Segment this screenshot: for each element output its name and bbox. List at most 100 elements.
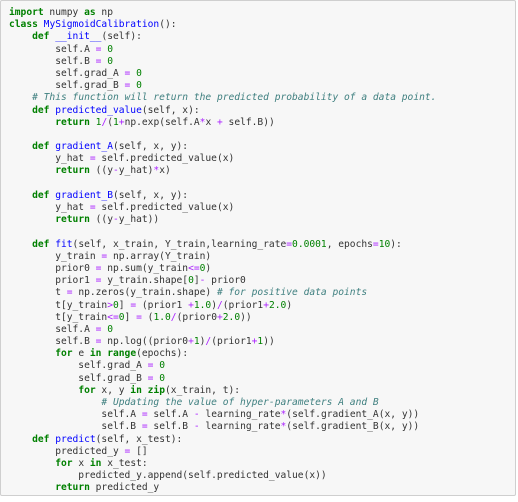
code-text: prior1: [9, 275, 96, 287]
code-text: ((y: [89, 214, 113, 226]
code-text: (: [107, 116, 113, 128]
code-operator: =: [147, 360, 154, 372]
code-keyword: for: [55, 457, 73, 469]
code-text: [9, 482, 55, 493]
code-comment: # for positive data points: [216, 287, 368, 299]
code-text: ]: [193, 275, 200, 287]
code-line: return 1/(1+np.exp(self.A*x + self.B)): [9, 117, 436, 129]
code-number: 2.0: [222, 311, 241, 323]
code-line: return ((y-y_hat)): [9, 214, 436, 226]
code-text: ): [211, 299, 217, 311]
code-text: [9, 348, 55, 359]
code-operator: >: [107, 299, 113, 311]
code-number: 0: [199, 262, 206, 274]
code-line: class MySigmoidCalibration():: [9, 19, 436, 31]
code-line: def gradient_B(self, x, y):: [9, 190, 436, 202]
code-keyword: def: [32, 433, 50, 445]
code-keyword: import: [9, 7, 44, 18]
code-operator: =: [124, 80, 131, 92]
code-line: def __init__(self):: [9, 31, 436, 43]
code-text: ():: [159, 19, 177, 31]
code-text: self.grad_B: [9, 372, 148, 384]
code-text: x: [205, 116, 217, 128]
code-comment: # Updating the value of hyper-parameters…: [101, 397, 379, 408]
code-keyword: def: [32, 141, 50, 153]
code-text: self.predicted_value(x): [95, 202, 235, 213]
code-text: ): [199, 336, 206, 348]
code-text: self.A: [9, 43, 96, 55]
code-line: for e in range(epochs):: [9, 348, 436, 360]
code-line: return ((y-y_hat)*x): [9, 165, 436, 177]
code-function-name: fit: [55, 238, 73, 250]
code-function-name: gradient_B: [55, 189, 113, 201]
code-line: prior0 = np.sum(y_train<=0): [9, 263, 436, 275]
code-number: 0: [107, 323, 113, 335]
code-text: [9, 141, 32, 152]
code-operator: -: [112, 214, 119, 226]
code-text: self.B: [9, 336, 96, 348]
code-function-name: predicted_value: [55, 104, 142, 116]
code-text: self.B: [147, 421, 194, 433]
code-text: (self, x_test):: [95, 433, 183, 445]
code-operator: *: [153, 165, 160, 177]
code-text: [9, 458, 55, 469]
code-operator: =: [141, 421, 148, 433]
code-text: y_train.shape[: [101, 275, 189, 287]
code-line: self.grad_A = 0: [9, 68, 436, 80]
code-number: 10: [378, 238, 391, 250]
code-keyword: return: [55, 214, 90, 226]
code-text: (self):: [101, 31, 142, 43]
code-operator: =: [89, 202, 96, 213]
code-text: predicted_y: [89, 482, 160, 494]
code-operator: <=: [107, 311, 119, 323]
code-text: self.B: [9, 55, 96, 67]
code-operator: *: [280, 421, 287, 433]
code-text: t[y_train: [9, 299, 108, 311]
code-text: self.A: [9, 323, 96, 335]
code-number: 1.0: [193, 299, 212, 311]
code-number: 1.0: [153, 311, 171, 323]
code-keyword: for: [78, 384, 96, 396]
code-text: (self, x_train, Y_train,learning_rate: [72, 238, 287, 250]
code-text: self.A: [147, 409, 194, 421]
code-text: (self, x):: [141, 104, 200, 116]
code-text: np.exp(self.A: [124, 116, 200, 128]
code-number: 1: [113, 116, 119, 128]
code-number: 0: [136, 67, 142, 79]
code-operator: /: [205, 336, 212, 348]
code-operator: *: [280, 409, 287, 421]
code-line: [9, 129, 436, 141]
code-operator: =: [95, 55, 102, 67]
code-operator: =: [286, 238, 293, 250]
code-line: y_hat = self.predicted_value(x): [9, 202, 436, 214]
code-line: self.B = 0: [9, 56, 436, 68]
code-keyword: in: [89, 348, 102, 360]
code-line: self.B = self.B - learning_rate*(self.gr…: [9, 421, 436, 433]
code-operator: =: [130, 299, 137, 311]
code-operator: =: [136, 311, 142, 323]
code-keyword: range: [107, 348, 137, 360]
code-keyword: return: [55, 165, 90, 177]
code-text: ):: [390, 238, 402, 250]
code-operator: +: [217, 116, 223, 128]
code-text: numpy: [43, 7, 85, 18]
code-line: def predict(self, x_test):: [9, 434, 436, 446]
code-text: [9, 434, 32, 445]
code-operator: =: [141, 409, 148, 421]
code-text: prior0: [9, 262, 96, 274]
code-number: 0: [188, 275, 194, 287]
code-keyword: return: [55, 482, 90, 494]
code-line: self.grad_B = 0: [9, 80, 436, 92]
code-text: (self, x, y):: [112, 189, 189, 201]
code-operator: =: [95, 43, 102, 55]
code-operator: /: [216, 299, 223, 311]
code-text: (epochs):: [136, 348, 189, 360]
code-number: 0.0001: [292, 238, 327, 250]
code-line: y_hat = self.predicted_value(x): [9, 153, 436, 165]
code-line: def gradient_A(self, x, y):: [9, 141, 436, 153]
code-line: self.A = 0: [9, 44, 436, 56]
code-text: x): [159, 165, 171, 177]
code-number: 0: [118, 311, 125, 323]
